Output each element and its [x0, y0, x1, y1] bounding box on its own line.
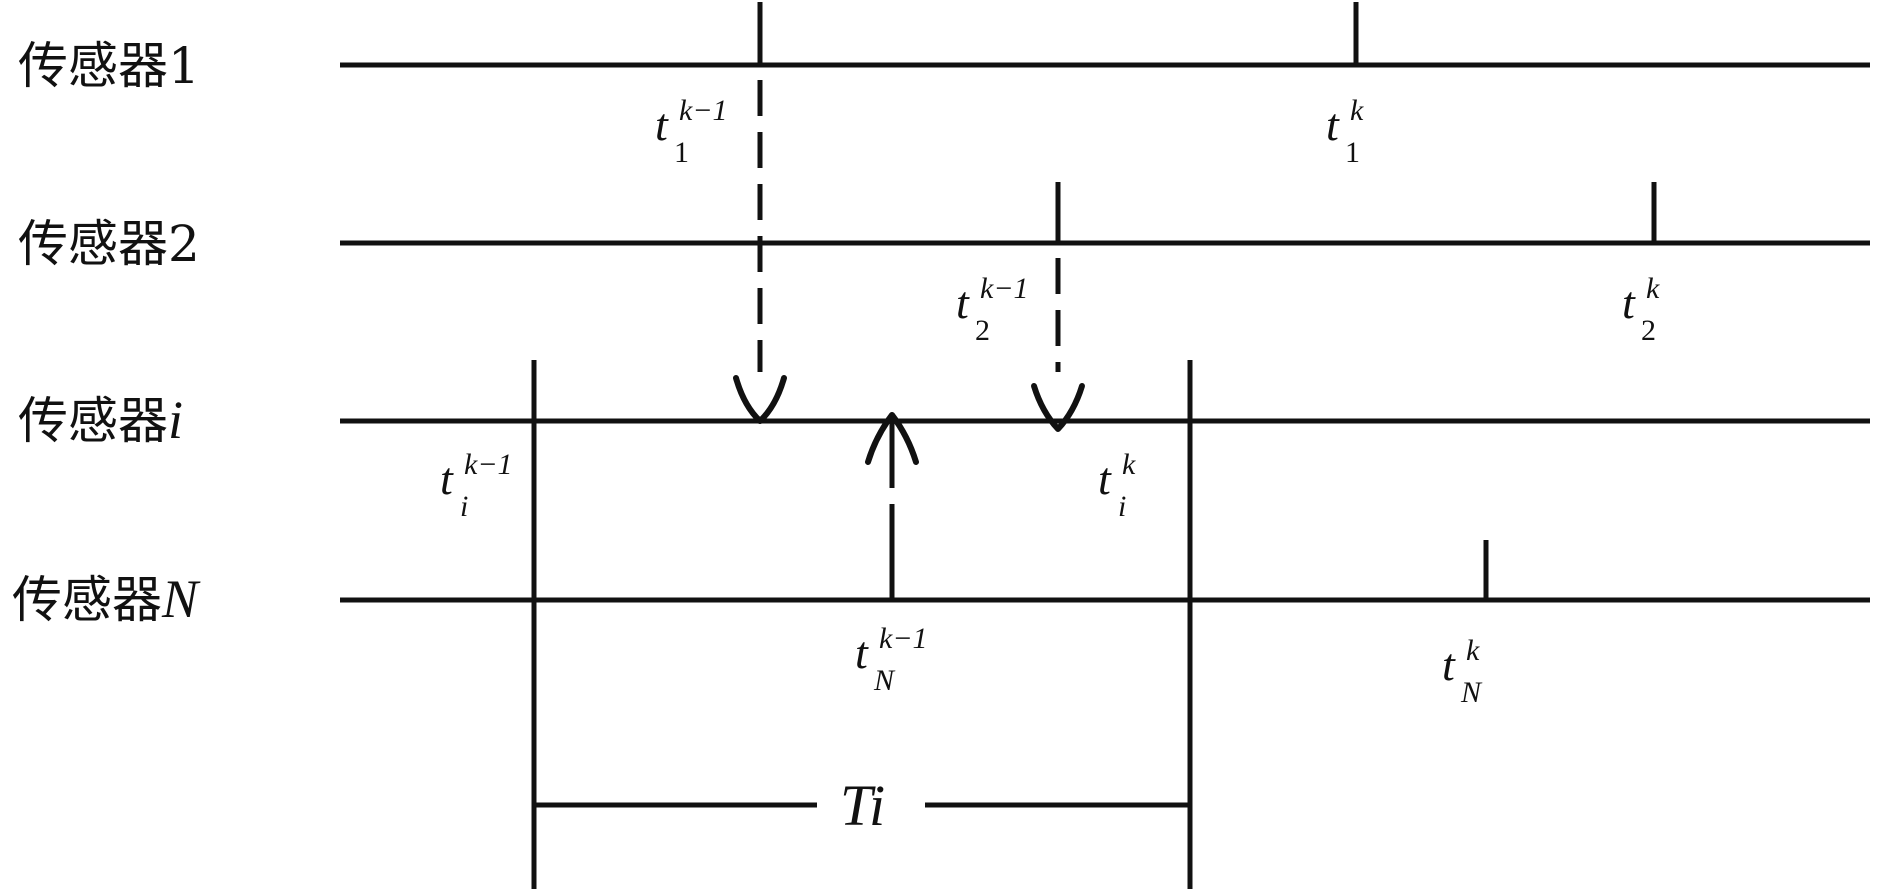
svg-text:k: k [1646, 272, 1660, 305]
svg-text:t: t [440, 453, 454, 504]
svg-text:N: N [873, 664, 896, 697]
time-label-t1-k: t k 1 [1326, 94, 1364, 169]
arrowhead-down-t1 [733, 375, 787, 424]
svg-text:2: 2 [1641, 314, 1656, 347]
svg-text:t: t [655, 99, 669, 150]
svg-text:k: k [1350, 94, 1364, 127]
svg-text:t: t [1098, 453, 1112, 504]
svg-text:i: i [460, 490, 468, 523]
svg-text:t: t [956, 277, 970, 328]
svg-text:传感器2: 传感器2 [18, 215, 200, 273]
row-label-prefix: 传感器 [18, 392, 168, 450]
svg-text:2: 2 [975, 314, 990, 347]
row-label-sensor-n: 传感器N [12, 569, 201, 629]
row-label-suffix: i [168, 390, 183, 450]
span-label-ti: Ti [840, 773, 885, 838]
svg-text:k−1: k−1 [980, 272, 1029, 305]
time-label-tn-prev: t k−1 N [855, 622, 928, 697]
time-label-t1-prev: t k−1 1 [655, 94, 728, 169]
svg-text:k: k [1122, 448, 1136, 481]
time-label-tn-k: t k N [1442, 634, 1483, 709]
svg-text:1: 1 [674, 136, 689, 169]
svg-text:k: k [1466, 634, 1480, 667]
svg-text:N: N [1460, 676, 1483, 709]
svg-text:传感器i: 传感器i [18, 390, 183, 450]
row-label-sensor-i: 传感器i [18, 390, 183, 450]
svg-text:i: i [1118, 490, 1126, 523]
arrowhead-up-tn [865, 412, 919, 465]
row-label-suffix: N [161, 569, 201, 629]
time-label-t2-prev: t k−1 2 [956, 272, 1029, 347]
row-label-prefix: 传感器 [18, 37, 168, 95]
row-label-sensor-1: 传感器1 [18, 37, 200, 95]
svg-text:t: t [1622, 277, 1636, 328]
time-label-ti-prev: t k−1 i [440, 448, 513, 523]
arrowhead-down-t2 [1031, 383, 1085, 432]
svg-text:t: t [1442, 639, 1456, 690]
svg-text:传感器1: 传感器1 [18, 37, 200, 95]
row-label-prefix: 传感器 [12, 571, 162, 629]
svg-text:t: t [1326, 99, 1340, 150]
time-label-t2-k: t k 2 [1622, 272, 1660, 347]
svg-text:1: 1 [1345, 136, 1360, 169]
row-label-suffix: 1 [168, 37, 200, 95]
svg-text:k−1: k−1 [679, 94, 728, 127]
row-label-prefix: 传感器 [18, 215, 168, 273]
svg-text:传感器N: 传感器N [12, 569, 201, 629]
time-label-ti-k: t k i [1098, 448, 1136, 523]
row-label-suffix: 2 [168, 215, 200, 273]
svg-text:t: t [855, 627, 869, 678]
svg-text:k−1: k−1 [464, 448, 513, 481]
row-label-sensor-2: 传感器2 [18, 215, 200, 273]
svg-text:k−1: k−1 [879, 622, 928, 655]
